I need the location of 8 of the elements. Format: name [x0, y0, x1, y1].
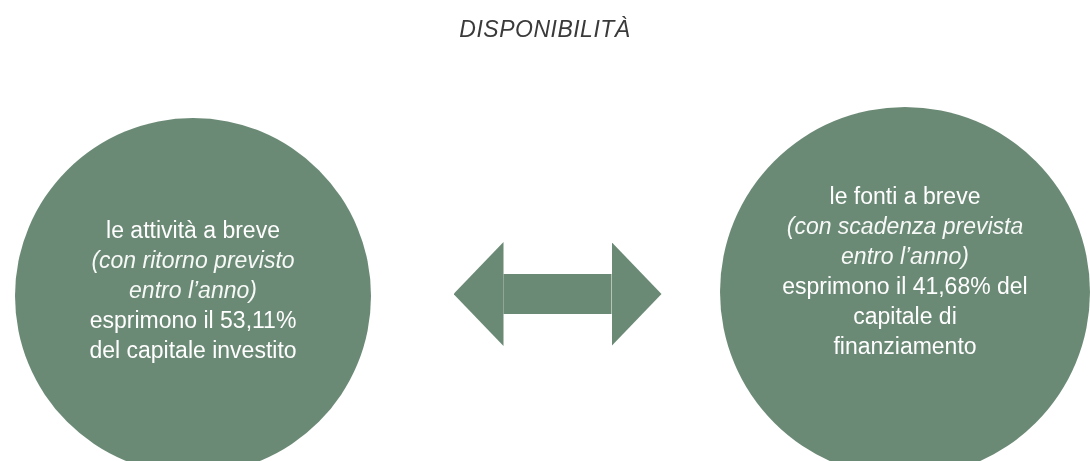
title: DISPONIBILITÀ — [458, 16, 632, 43]
circle-text: le fonti a breve — [829, 182, 981, 212]
double-arrow — [453, 242, 662, 346]
note-text: (con ritorno previsto entro l’anno) — [90, 246, 296, 306]
circle-text: le attività a breve — [106, 216, 280, 246]
circle-text: esprimono il 53,11% del capitale investito — [88, 305, 298, 365]
circle-text: esprimono il 41,68% del capitale di finanziamento — [781, 272, 1029, 361]
note-text: (con scadenza prevista entro l’anno) — [785, 212, 1025, 272]
